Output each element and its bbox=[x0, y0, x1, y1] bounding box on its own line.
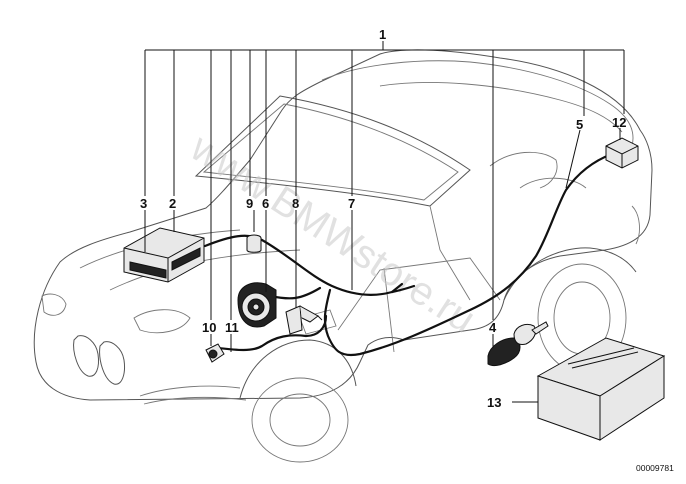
tilt-sensor bbox=[246, 234, 262, 253]
callout-12: 12 bbox=[612, 115, 626, 130]
callout-11: 11 bbox=[225, 320, 239, 335]
reference-number: 00009781 bbox=[636, 463, 674, 473]
callout-2: 2 bbox=[169, 196, 176, 211]
leader-lines bbox=[144, 41, 625, 403]
callout-3: 3 bbox=[140, 196, 147, 211]
callout-10: 10 bbox=[202, 320, 216, 335]
callout-13: 13 bbox=[487, 395, 501, 410]
callout-7: 7 bbox=[348, 196, 355, 211]
siren bbox=[237, 282, 277, 328]
callout-8: 8 bbox=[292, 196, 299, 211]
callouts: 1 2 3 4 5 6 7 8 9 10 11 12 13 bbox=[140, 27, 626, 410]
control-unit bbox=[123, 227, 205, 283]
rear-module bbox=[605, 137, 639, 169]
callout-5: 5 bbox=[576, 117, 583, 132]
documentation-box bbox=[536, 337, 666, 441]
callout-9: 9 bbox=[246, 196, 253, 211]
callout-4: 4 bbox=[489, 320, 497, 335]
callout-6: 6 bbox=[262, 196, 269, 211]
callout-1: 1 bbox=[379, 27, 386, 42]
watermark: www.BMWstore.ru bbox=[182, 125, 483, 342]
remote-key bbox=[487, 321, 549, 367]
bracket bbox=[285, 305, 323, 335]
hood-switch bbox=[205, 343, 225, 363]
